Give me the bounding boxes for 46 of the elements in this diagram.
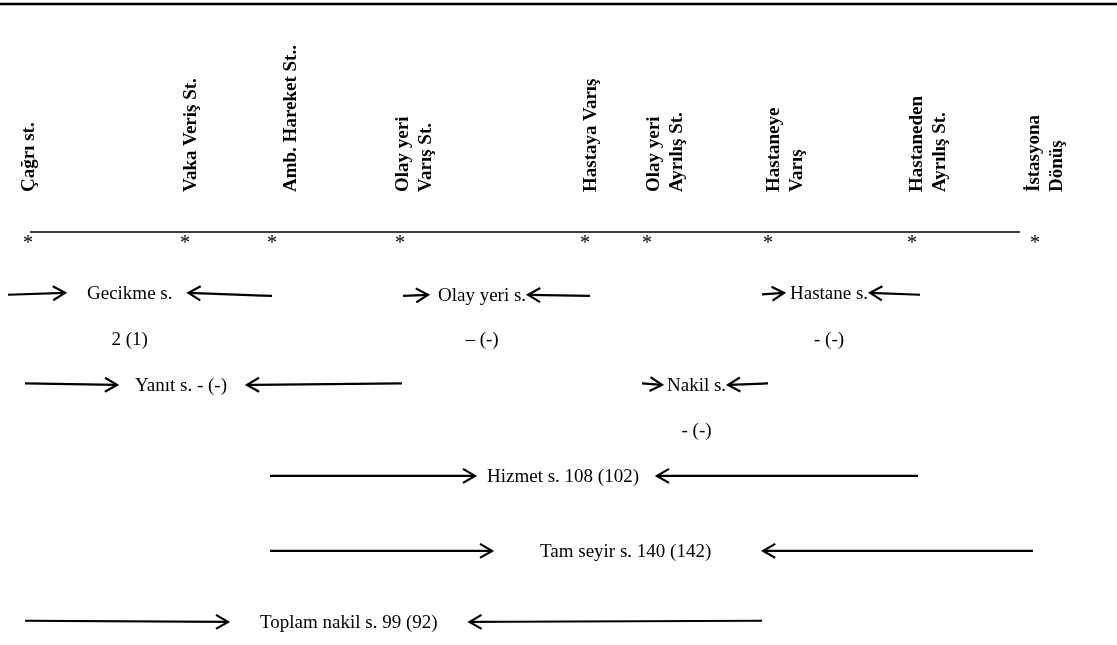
arrow [468, 613, 762, 630]
value-label: - (-) [681, 419, 712, 443]
event-header: Çağrı st. [16, 121, 39, 192]
arrow [7, 285, 67, 302]
event-header: İstasyona Dönüş [1022, 113, 1067, 192]
asterisk-mark: * [580, 232, 590, 252]
value-label: – (-) [465, 328, 499, 352]
arrow [25, 376, 119, 393]
event-header: Hastaneye Varış [762, 106, 807, 192]
interval-label: Nakil s. [667, 373, 727, 397]
interval-label: Toplam nakil s. 99 (92) [260, 610, 438, 634]
arrow [270, 542, 494, 559]
asterisk-mark: * [267, 232, 277, 252]
interval-label: Gecikme s. [87, 281, 173, 305]
asterisk-mark: * [642, 232, 652, 252]
arrow [270, 467, 477, 484]
asterisk-mark: * [180, 232, 190, 252]
interval-label: Hastane s. [790, 281, 869, 305]
interval-label: Yanıt s. - (-) [135, 373, 227, 397]
value-label: 2 (1) [111, 328, 148, 352]
interval-label: Olay yeri s. [438, 283, 527, 307]
event-header: Olay yeri Varış St. [391, 115, 436, 192]
interval-label: Hizmet s. 108 (102) [487, 464, 639, 488]
arrow [187, 285, 273, 302]
arrow [402, 287, 430, 304]
arrow [761, 285, 786, 302]
asterisk-mark: * [907, 232, 917, 252]
event-header: Vaka Veriş St. [178, 77, 201, 192]
event-header: Hastaneden Ayrılış St. [905, 94, 950, 192]
asterisk-mark: * [763, 232, 773, 252]
arrow [869, 285, 921, 302]
arrow [527, 287, 590, 304]
interval-label: Tam seyir s. 140 (142) [540, 539, 712, 563]
asterisk-mark: * [1030, 232, 1040, 252]
event-header: Amb. Hareket St.. [278, 44, 301, 192]
arrow [762, 542, 1033, 559]
event-header: Hastaya Varış [578, 77, 601, 192]
arrow [727, 376, 769, 393]
arrow [245, 376, 402, 393]
asterisk-mark: * [395, 232, 405, 252]
asterisk-mark: * [23, 232, 33, 252]
value-label: - (-) [814, 328, 845, 352]
arrow [655, 467, 918, 484]
arrow [641, 375, 664, 393]
event-header: Olay yeri Ayrılış St. [642, 111, 687, 192]
arrow [25, 613, 230, 630]
